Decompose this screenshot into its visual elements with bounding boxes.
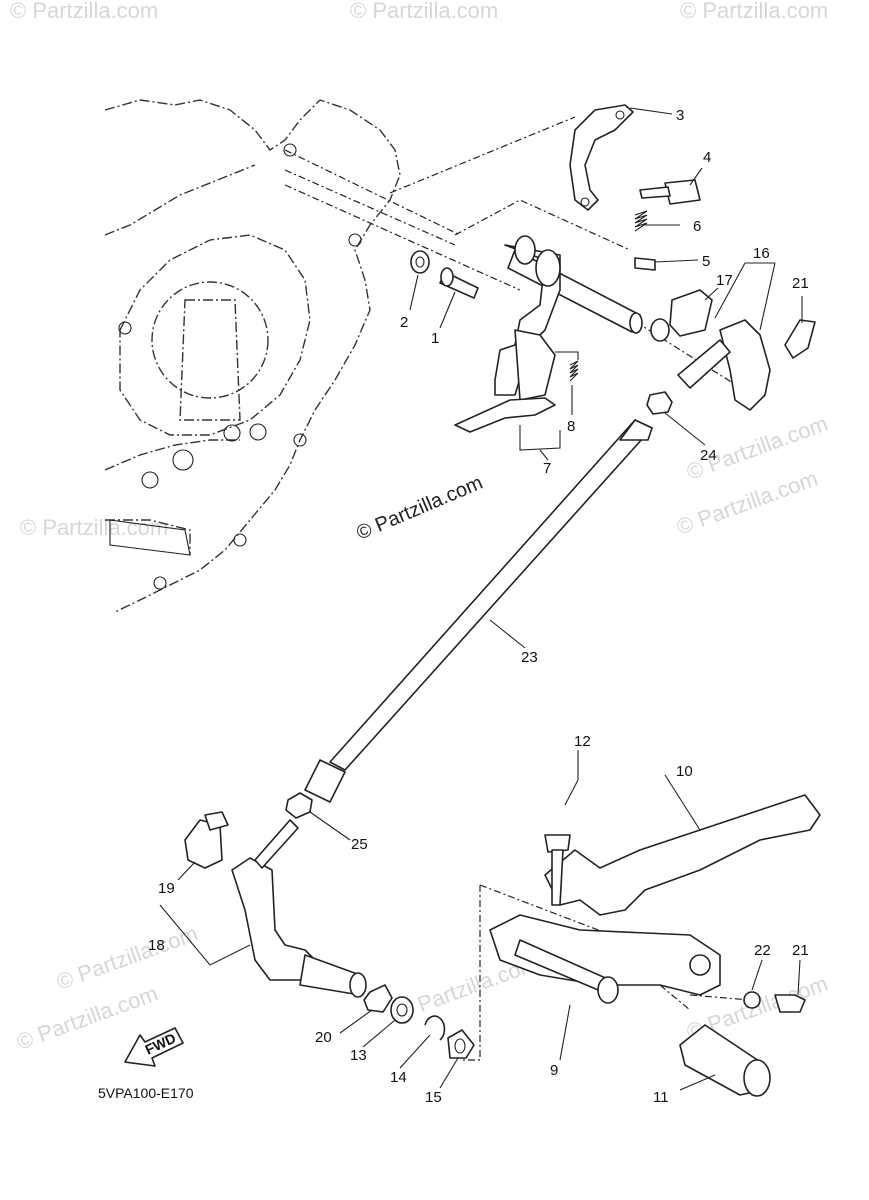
fwd-arrow: FWD <box>124 1027 184 1067</box>
callout-6: 6 <box>693 218 701 235</box>
circlip-14 <box>424 1015 446 1041</box>
spring-6 <box>634 210 648 232</box>
callout-8: 8 <box>567 418 575 435</box>
shift-pedal-assembly <box>489 794 821 1097</box>
joint-17 <box>669 289 713 337</box>
washer-13 <box>390 996 414 1024</box>
diagram-code: 5VPA100-E170 <box>98 1085 194 1101</box>
washer-22 <box>743 991 761 1009</box>
callout-10: 10 <box>676 763 693 780</box>
nut-25 <box>285 792 313 819</box>
bolt-4 <box>664 179 701 205</box>
callout-15: 15 <box>425 1089 442 1106</box>
shift-pedal-10 <box>544 794 821 916</box>
callout-16: 16 <box>753 245 770 262</box>
lower-shift-arm <box>184 811 475 1059</box>
circlip-20 <box>363 984 393 1013</box>
callout-24: 24 <box>700 447 717 464</box>
watermark-top-left: © Partzilla.com <box>10 0 158 23</box>
bolt-12 <box>544 834 571 853</box>
shift-shaft-assembly <box>410 104 816 433</box>
callout-21-lower: 21 <box>792 942 809 959</box>
callout-2: 2 <box>400 314 408 331</box>
shift-joint-16 <box>719 319 771 411</box>
shift-rod-23 <box>285 419 653 819</box>
callout-7: 7 <box>543 460 551 477</box>
callout-13: 13 <box>350 1047 367 1064</box>
callout-17: 17 <box>716 272 733 289</box>
callout-5: 5 <box>702 253 710 270</box>
callout-1: 1 <box>431 330 439 347</box>
leader-lines <box>159 107 803 1091</box>
watermark-center: © Partzilla.com <box>353 472 486 545</box>
stopper-lever-3 <box>569 104 634 211</box>
pedal-plate-9 <box>489 914 721 996</box>
bolt-21-lower <box>774 994 806 1013</box>
callout-4: 4 <box>703 149 711 166</box>
callout-9: 9 <box>550 1062 558 1079</box>
callout-22: 22 <box>754 942 771 959</box>
callout-19: 19 <box>158 880 175 897</box>
bolt-21-upper <box>784 319 816 359</box>
nut-24 <box>646 391 673 415</box>
spring-8 <box>569 360 579 382</box>
crankcase-outline <box>104 99 401 613</box>
bushing-15 <box>447 1029 475 1059</box>
callout-21-upper: 21 <box>792 275 809 292</box>
watermark-top-right: © Partzilla.com <box>680 0 828 23</box>
pin-5 <box>634 257 656 271</box>
watermark-top-center: © Partzilla.com <box>350 0 498 23</box>
shift-arm-7 <box>454 397 556 433</box>
callout-12: 12 <box>574 733 591 750</box>
callouts: 3 4 6 5 16 17 21 2 1 8 24 7 23 12 10 25 … <box>148 107 809 1106</box>
callout-25: 25 <box>351 836 368 853</box>
washer-2 <box>410 250 430 274</box>
callout-14: 14 <box>390 1069 407 1086</box>
watermark-bottom-left-2: © Partzilla.com <box>53 921 201 995</box>
joint-19 <box>184 819 223 869</box>
callout-3: 3 <box>676 107 684 124</box>
collar-17-a <box>650 318 670 342</box>
watermark-mid-left: © Partzilla.com <box>20 515 168 540</box>
callout-23: 23 <box>521 649 538 666</box>
callout-11: 11 <box>653 1089 669 1106</box>
callout-18: 18 <box>148 937 165 954</box>
callout-20: 20 <box>315 1029 332 1046</box>
